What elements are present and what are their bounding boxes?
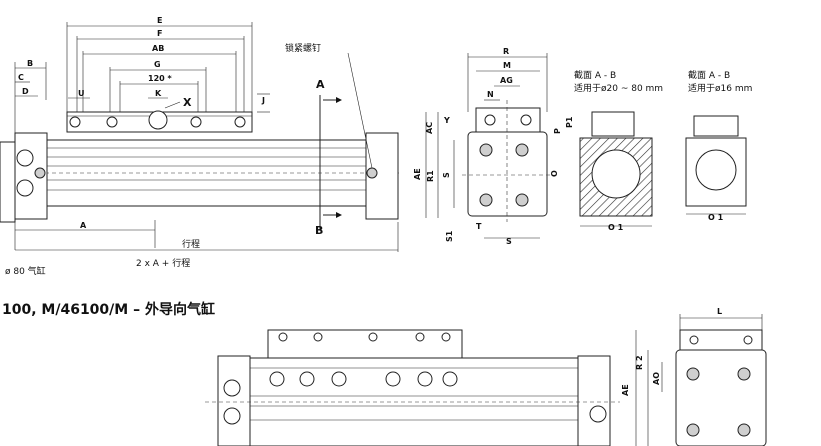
dim-R1: R1 [426, 170, 435, 182]
section-20-80: 截面 A - B 适用于ø20 ~ 80 mm O 1 [574, 69, 663, 232]
dim-E: E [157, 16, 162, 25]
carriage-bolts [69, 110, 246, 130]
dim-120: 120 * [148, 74, 172, 83]
dim-J: J [261, 96, 265, 105]
dim-AG: AG [500, 76, 513, 85]
dim-R: R [503, 47, 509, 56]
dim-M: M [503, 61, 511, 70]
dim-A: A [80, 221, 87, 230]
dim-AE: AE [413, 168, 422, 180]
bottom-side-view [205, 329, 620, 446]
section-heading: 100, M/46100/M – 外导向气缸 [2, 301, 215, 318]
dim-K: K [155, 89, 162, 98]
dim-2A-stroke: 2 x A + 行程 [136, 257, 190, 269]
dim-S: S [442, 172, 451, 178]
dim-S1: S1 [445, 230, 454, 242]
top-side-view: E F AB G 120 * K X B C D U J [0, 16, 400, 277]
end-view: R M AG N Y AC AE R1 S P P1 O S1 T S [413, 47, 574, 246]
section2-title: 截面 A - B [688, 69, 730, 81]
dim-Y: Y [443, 116, 450, 125]
section1-title: 截面 A - B [574, 69, 616, 81]
bore-diameter-label: ø 80 气缸 [5, 265, 46, 277]
section1-subtitle: 适用于ø20 ~ 80 mm [574, 83, 663, 94]
dim-U: U [78, 89, 85, 98]
section2-subtitle: 适用于ø16 mm [688, 83, 752, 94]
dim-N: N [487, 90, 494, 99]
lock-screw-callout: 锁紧螺钉 [285, 42, 321, 54]
dim-R2: R 2 [635, 355, 644, 370]
dim-P: P [553, 128, 562, 134]
dim-D: D [22, 87, 29, 96]
dim-P1: P1 [565, 116, 574, 128]
dim-B: B [27, 59, 33, 68]
dim-L: L [717, 307, 722, 316]
dim-C: C [18, 73, 24, 82]
dim-AC: AC [425, 122, 434, 134]
section-mark-A: A [316, 78, 325, 91]
dim-O1-a: O 1 [608, 223, 624, 232]
section-mark-B: B [315, 224, 323, 237]
dim-S-bottom: S [506, 237, 512, 246]
dim-AO: AO [652, 372, 661, 385]
dim-O: O [550, 170, 559, 177]
dim-F: F [157, 29, 162, 38]
bottom-end-view: L AE R 2 AO [621, 307, 767, 446]
dim-AE-bottom: AE [621, 384, 630, 396]
label-X: X [183, 96, 192, 109]
dim-G: G [154, 60, 161, 69]
dim-stroke: 行程 [182, 238, 200, 250]
section-16: 截面 A - B 适用于ø16 mm O 1 [685, 69, 752, 222]
dim-O1-b: O 1 [708, 213, 724, 222]
dim-AB: AB [152, 44, 164, 53]
dim-T: T [476, 222, 482, 231]
